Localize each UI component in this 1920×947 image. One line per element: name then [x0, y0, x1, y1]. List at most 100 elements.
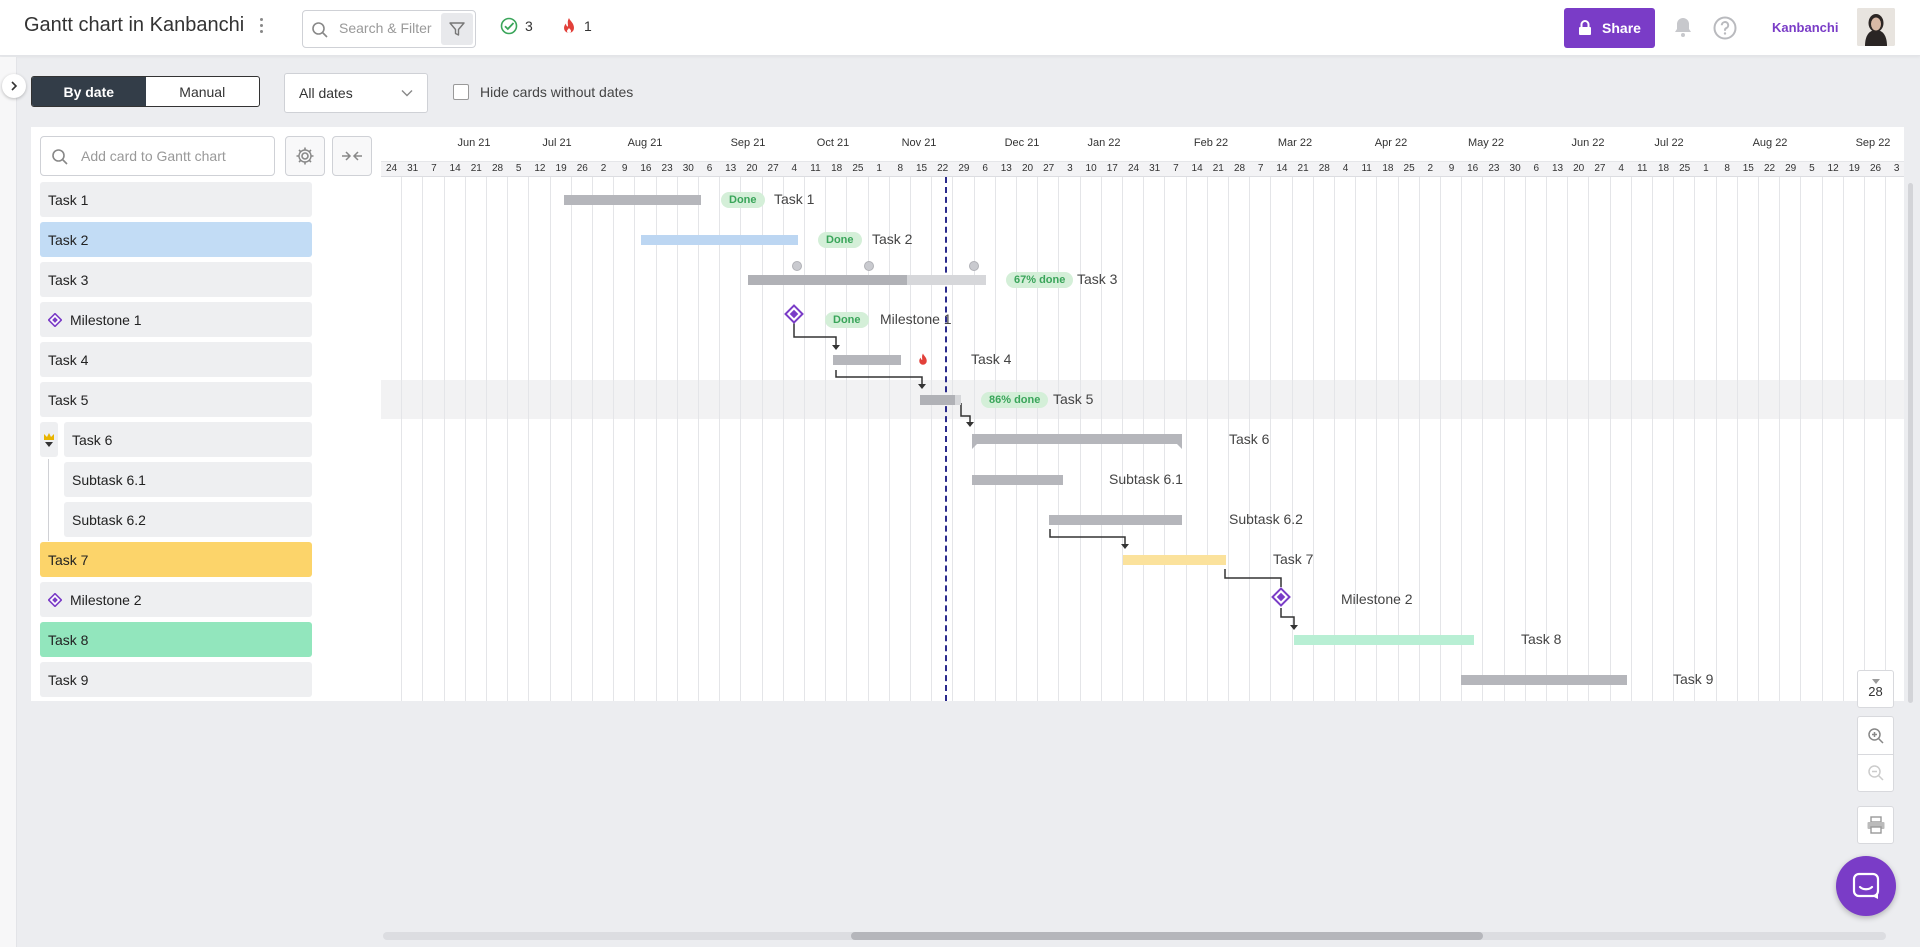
dependency-arrows — [793, 320, 1298, 630]
gantt-row-card[interactable]: Subtask 6.1 — [64, 462, 312, 497]
day-label: 11 — [1361, 163, 1372, 174]
gantt-row-card[interactable]: Task 7 — [40, 542, 312, 577]
grid-line — [1418, 177, 1420, 701]
grid-line — [1800, 177, 1802, 701]
search-input[interactable] — [339, 20, 439, 36]
user-avatar[interactable] — [1857, 8, 1895, 46]
day-label: 25 — [852, 163, 864, 174]
board-menu-icon[interactable] — [255, 16, 267, 38]
grid-line — [1758, 177, 1759, 701]
gantt-bar[interactable] — [748, 275, 986, 285]
scrollbar-thumb[interactable] — [851, 932, 1483, 940]
grid-line — [698, 177, 699, 701]
gantt-row-card[interactable]: Task 1 — [40, 182, 312, 217]
print-button[interactable] — [1857, 806, 1894, 844]
add-card-box[interactable] — [40, 136, 275, 176]
gantt-row-card[interactable]: Task 2 — [40, 222, 312, 257]
collapse-panel-button[interactable] — [332, 136, 372, 176]
gantt-bar[interactable] — [564, 195, 701, 205]
month-label: May 22 — [1467, 137, 1505, 149]
chat-support-button[interactable] — [1836, 856, 1896, 916]
bell-icon[interactable] — [1673, 16, 1693, 38]
grid-line — [613, 177, 615, 701]
bar-label: Task 1 — [774, 191, 815, 207]
day-label: 4 — [791, 163, 798, 174]
horizontal-scrollbar[interactable] — [383, 932, 1886, 940]
done-counter[interactable]: 3 — [500, 17, 533, 35]
status-pill: Done — [825, 312, 869, 328]
add-card-input[interactable] — [81, 148, 266, 164]
check-circle-icon — [500, 17, 518, 35]
day-label: 28 — [1318, 163, 1330, 174]
gantt-bar[interactable] — [1123, 555, 1226, 565]
flame-icon — [919, 353, 927, 365]
month-label: Nov 21 — [901, 137, 937, 149]
gantt-bar[interactable] — [833, 355, 901, 365]
share-button[interactable]: Share — [1564, 8, 1655, 48]
dates-filter-dropdown[interactable]: All dates — [284, 73, 428, 113]
gantt-row-card[interactable]: Milestone 2 — [40, 582, 312, 617]
filter-button[interactable] — [441, 13, 473, 45]
day-label: 21 — [470, 163, 482, 174]
gantt-row-card[interactable]: Task 5 — [40, 382, 312, 417]
grid-line — [1376, 177, 1378, 701]
manual-button[interactable]: Manual — [179, 83, 226, 100]
grid-line — [1397, 177, 1399, 701]
bar-label: Milestone 1 — [880, 311, 952, 327]
gantt-settings-button[interactable] — [285, 136, 325, 176]
expand-sidebar-button[interactable] — [2, 74, 26, 98]
gantt-row-card[interactable]: Subtask 6.2 — [64, 502, 312, 537]
gantt-bar[interactable] — [641, 235, 798, 245]
day-label: 13 — [725, 163, 737, 174]
gantt-bar[interactable] — [920, 395, 961, 405]
zoom-level-selector[interactable]: 28 — [1857, 670, 1894, 708]
gantt-row-card[interactable]: Task 9 — [40, 662, 312, 697]
subtask-connector — [48, 459, 49, 541]
vertical-scrollbar[interactable] — [1908, 183, 1913, 703]
day-label: 14 — [1191, 163, 1203, 174]
today-marker — [945, 177, 947, 701]
gantt-row-card[interactable]: Task 3 — [40, 262, 312, 297]
gantt-row-card[interactable]: Task 6 — [64, 422, 312, 457]
gantt-bar[interactable] — [972, 434, 1182, 444]
zoom-in-button[interactable] — [1857, 716, 1894, 754]
day-label: 15 — [1742, 163, 1754, 174]
gantt-bar[interactable] — [1461, 675, 1627, 685]
day-label: 5 — [515, 163, 522, 174]
search-filter-box[interactable] — [302, 10, 476, 48]
day-label: 4 — [1342, 163, 1349, 174]
gantt-row-card[interactable]: Milestone 1 — [40, 302, 312, 337]
day-label: 28 — [491, 163, 504, 174]
grid-line — [1206, 177, 1208, 701]
milestone-icon — [48, 312, 62, 327]
grid-line — [549, 177, 551, 701]
grid-line — [952, 177, 954, 701]
zoom-out-button[interactable] — [1857, 754, 1894, 792]
chevron-down-icon — [401, 90, 413, 97]
gantt-row-card[interactable]: Task 8 — [40, 622, 312, 657]
day-label: 29 — [1785, 163, 1797, 174]
checklist-dot — [792, 261, 802, 271]
by-date-button[interactable]: By date — [32, 77, 146, 106]
row-label: Task 4 — [48, 351, 89, 368]
gantt-row-card[interactable]: Task 4 — [40, 342, 312, 377]
brand-name[interactable]: Kanbanchi — [1772, 20, 1839, 35]
expand-subtasks-toggle[interactable] — [40, 422, 58, 457]
day-label: 14 — [1276, 163, 1288, 174]
grid-line — [1864, 177, 1865, 701]
grid-line — [1185, 177, 1187, 701]
row-label: Task 5 — [48, 391, 89, 408]
hide-cards-checkbox[interactable] — [453, 84, 469, 100]
day-label: 21 — [1212, 163, 1224, 174]
help-icon[interactable] — [1713, 16, 1737, 40]
day-label: 20 — [1573, 163, 1585, 174]
day-label: 26 — [1869, 163, 1882, 174]
day-label: 6 — [982, 163, 988, 174]
grid-line — [1270, 177, 1272, 701]
month-label: Jul 22 — [1654, 137, 1684, 149]
gantt-bar[interactable] — [1294, 635, 1474, 645]
gantt-bar[interactable] — [972, 475, 1063, 485]
urgent-counter[interactable]: 1 — [561, 17, 592, 35]
gantt-bar[interactable] — [1049, 515, 1182, 525]
day-label: 17 — [1106, 163, 1118, 174]
